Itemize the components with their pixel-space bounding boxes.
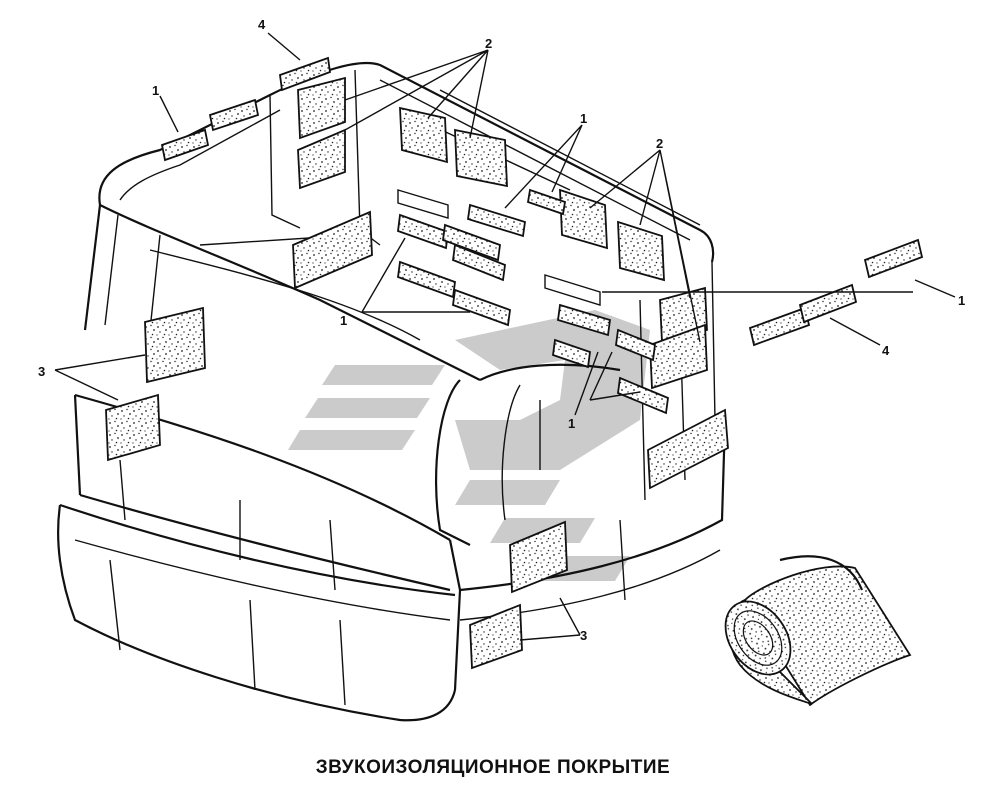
callout-label: 1 [568,416,575,431]
callout-label: 1 [152,83,159,98]
callout-label: 4 [258,17,266,32]
callout-label: 1 [340,313,347,328]
callout-label: 4 [882,343,890,358]
watermark-logo [288,310,650,581]
callout-label: 2 [656,136,663,151]
callout-label: 1 [958,293,965,308]
diagram-caption: ЗВУКОИЗОЛЯЦИОННОЕ ПОКРЫТИЕ [315,757,671,778]
callout-label: 1 [580,111,587,126]
insulation-pads [105,56,924,670]
callout-labels: 4 1 2 1 2 1 4 1 1 3 3 [38,17,965,643]
callout-label: 2 [485,36,492,51]
callout-label: 3 [580,628,587,643]
callout-label: 3 [38,364,45,379]
leader-lines [54,32,956,641]
insulation-roll [724,555,912,707]
